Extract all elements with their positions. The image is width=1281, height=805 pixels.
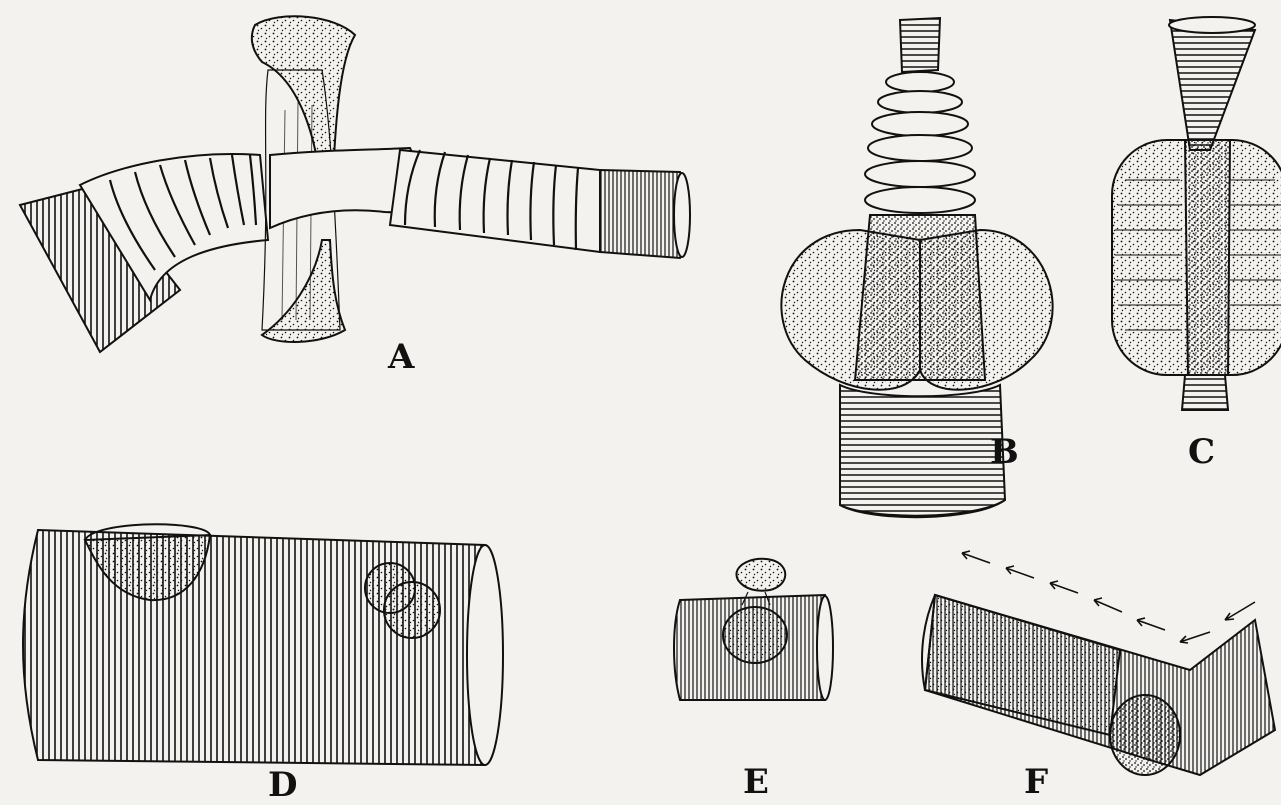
panel-label-e: E xyxy=(743,765,769,799)
panel-d-drawing xyxy=(23,524,503,765)
panel-label-a: A xyxy=(388,340,414,374)
panel-e-drawing xyxy=(674,559,833,700)
panel-label-d: D xyxy=(268,768,297,802)
panel-f-drawing xyxy=(922,551,1275,775)
panel-label-b: B xyxy=(990,435,1019,469)
panel-label-f: F xyxy=(1024,765,1048,799)
panel-label-c: C xyxy=(1188,435,1215,469)
panel-a-drawing xyxy=(20,16,690,352)
panel-c-drawing xyxy=(1112,17,1281,410)
